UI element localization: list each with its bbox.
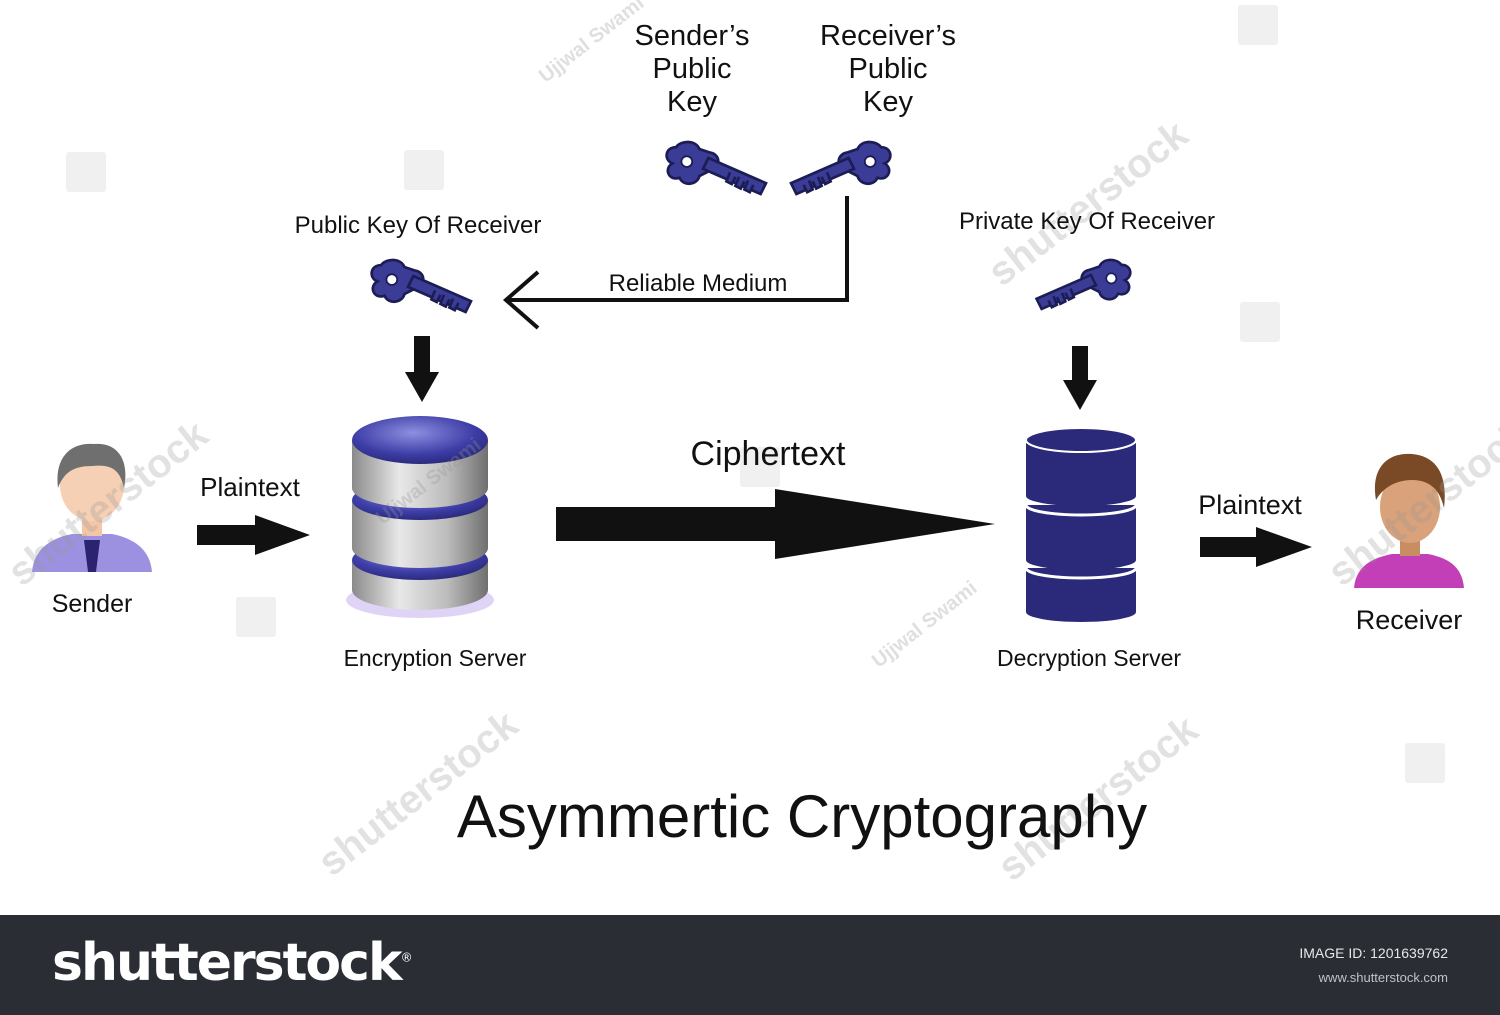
plaintext-in-label: Plaintext <box>200 472 300 502</box>
watermark-box-icon <box>66 152 106 192</box>
sender-avatar-icon <box>32 443 152 572</box>
plaintext-out-label: Plaintext <box>1198 490 1302 520</box>
sender-label: Sender <box>51 590 133 618</box>
site-url[interactable]: www.shutterstock.com <box>1318 970 1448 985</box>
watermark-box-icon <box>1238 5 1278 45</box>
reliable-medium-arrow <box>502 196 849 330</box>
footer-bar: shutterstock® IMAGE ID: 1201639762 www.s… <box>0 915 1500 1015</box>
private-key-of-receiver-icon <box>1035 258 1132 311</box>
decryption-server-label: Decryption Server <box>996 645 1182 671</box>
private-key-of-receiver-label: Private Key Of Receiver <box>958 208 1216 235</box>
watermark-box-icon <box>1405 743 1445 783</box>
down-arrow-encryption <box>405 336 439 402</box>
reliable-medium-label: Reliable Medium <box>608 270 788 297</box>
image-id: IMAGE ID: 1201639762 <box>1299 945 1448 961</box>
public-key-of-receiver-label: Public Key Of Receiver <box>294 212 542 239</box>
receiver-avatar-icon <box>1354 453 1464 588</box>
footer-brand-text: shutterstock <box>52 933 403 993</box>
encryption-server-label: Encryption Server <box>343 645 527 671</box>
receiver-label: Receiver <box>1355 605 1463 635</box>
ciphertext-arrow <box>556 489 995 559</box>
watermark-box-icon <box>1240 302 1280 342</box>
plaintext-in-arrow <box>197 515 310 555</box>
down-arrow-decryption <box>1063 346 1097 410</box>
footer-brand-logo[interactable]: shutterstock® <box>52 933 413 993</box>
receiver-public-key-label: Receiver’s Public Key <box>820 20 956 118</box>
watermark-box-icon <box>740 447 780 487</box>
plaintext-out-arrow <box>1200 527 1312 567</box>
trademark-icon: ® <box>400 950 413 965</box>
encryption-server-icon <box>346 416 494 618</box>
sender-public-key-label: Sender’s Public Key <box>634 20 750 118</box>
sender-public-key-icon <box>665 140 768 196</box>
diagram-title: Asymmertic Cryptography <box>456 783 1148 850</box>
receiver-public-key-icon <box>789 140 892 196</box>
public-key-of-receiver-icon <box>370 258 473 314</box>
watermark-box-icon <box>404 150 444 190</box>
ciphertext-label: Ciphertext <box>690 435 846 473</box>
watermark-box-icon <box>236 597 276 637</box>
decryption-server-icon <box>1024 427 1138 622</box>
diagram-canvas <box>32 140 1464 622</box>
